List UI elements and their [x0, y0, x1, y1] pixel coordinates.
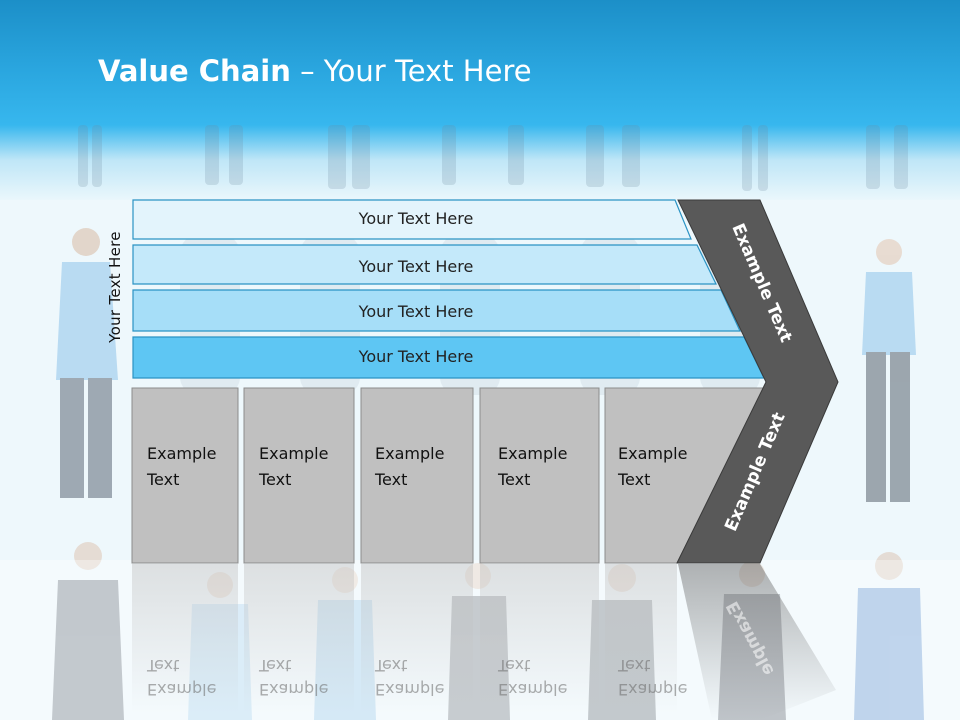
- bar-2: [132, 244, 717, 285]
- bar-3-label: Your Text Here: [358, 302, 474, 321]
- cell-1-line2: Text: [146, 470, 179, 489]
- bars: Your Text Here Your Text Here Your Text …: [132, 199, 765, 379]
- svg-text:Example: Example: [259, 680, 328, 699]
- svg-text:Example: Example: [375, 680, 444, 699]
- title-rest: – Your Text Here: [290, 54, 532, 88]
- page-title: Value Chain – Your Text Here: [98, 54, 532, 88]
- reflection: Text Example Text Example Text Example T…: [132, 564, 836, 720]
- header-band: [0, 0, 960, 200]
- cell-3: [360, 387, 474, 564]
- cell-2-line2: Text: [258, 470, 291, 489]
- cell-1-line1: Example: [147, 444, 216, 463]
- bar-1: [132, 199, 692, 240]
- svg-text:Text: Text: [146, 656, 179, 675]
- bar-1-label: Your Text Here: [358, 209, 474, 228]
- cell-2-line1: Example: [259, 444, 328, 463]
- cell-4: [479, 387, 600, 564]
- activity-cells: Example Text Example Text Example Text E…: [131, 387, 765, 564]
- cell-4-line2: Text: [497, 470, 530, 489]
- cell-3-line1: Example: [375, 444, 444, 463]
- cell-3-line2: Text: [374, 470, 407, 489]
- svg-text:Text: Text: [258, 656, 291, 675]
- cell-1: [131, 387, 239, 564]
- bar-4-label: Your Text Here: [358, 347, 474, 366]
- svg-text:Text: Text: [617, 656, 650, 675]
- svg-text:Example: Example: [498, 680, 567, 699]
- cell-5-line2: Text: [617, 470, 650, 489]
- cell-5-line1: Example: [618, 444, 687, 463]
- svg-text:Text: Text: [497, 656, 530, 675]
- bar-3: [132, 289, 741, 332]
- cell-2: [243, 387, 355, 564]
- svg-text:Example: Example: [147, 680, 216, 699]
- cell-4-line1: Example: [498, 444, 567, 463]
- arrow-shape: [676, 199, 839, 564]
- bar-2-label: Your Text Here: [358, 257, 474, 276]
- svg-text:Text: Text: [374, 656, 407, 675]
- title-bold: Value Chain: [98, 54, 291, 88]
- svg-text:Example: Example: [618, 680, 687, 699]
